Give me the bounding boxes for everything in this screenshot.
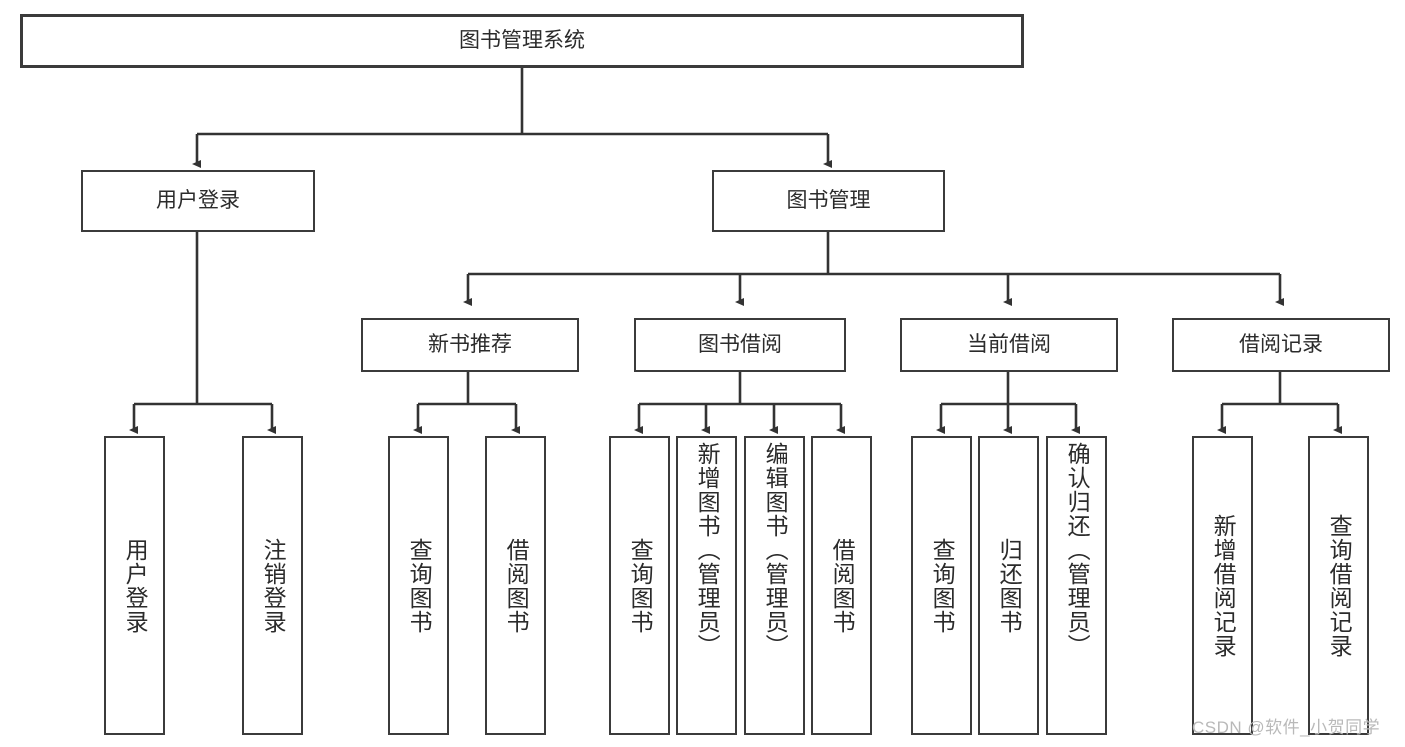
leaf-user-logout[interactable]: 注销登录 [242,436,303,735]
leaf-user-login[interactable]: 用户登录 [104,436,165,735]
leaf-query-record[interactable]: 查询借阅记录 [1308,436,1369,735]
node-root-label: 图书管理系统 [459,29,585,53]
node-borrow-record-label: 借阅记录 [1239,333,1323,357]
node-current-borrow-label: 当前借阅 [967,333,1051,357]
leaf-borrow-book-2[interactable]: 借阅图书 [811,436,872,735]
leaf-query-book-2-label: 查询图书 [627,537,654,634]
node-current-borrow[interactable]: 当前借阅 [900,318,1118,372]
leaf-query-book-3[interactable]: 查询图书 [911,436,972,735]
leaf-borrow-book-1-label: 借阅图书 [503,537,530,634]
leaf-query-book-1[interactable]: 查询图书 [388,436,449,735]
leaf-query-book-1-label: 查询图书 [406,537,433,634]
watermark-text: CSDN @软件_小贺同学 [1192,718,1381,737]
node-book-borrow[interactable]: 图书借阅 [634,318,846,372]
leaf-add-record[interactable]: 新增借阅记录 [1192,436,1253,735]
leaf-add-book-label: 新增图书（管理员） [694,442,721,658]
leaf-query-record-label: 查询借阅记录 [1326,513,1353,658]
node-new-book-recommend[interactable]: 新书推荐 [361,318,579,372]
leaf-return-book[interactable]: 归还图书 [978,436,1039,735]
node-user-login-label: 用户登录 [156,189,240,213]
node-borrow-record[interactable]: 借阅记录 [1172,318,1390,372]
leaf-borrow-book-2-label: 借阅图书 [829,537,856,634]
leaf-add-book[interactable]: 新增图书（管理员） [676,436,737,735]
leaf-edit-book-label: 编辑图书（管理员） [762,442,789,658]
node-user-login[interactable]: 用户登录 [81,170,315,232]
node-book-manage-label: 图书管理 [786,189,871,213]
leaf-query-book-2[interactable]: 查询图书 [609,436,670,735]
leaf-user-login-label: 用户登录 [122,537,149,634]
node-book-borrow-label: 图书借阅 [698,333,782,357]
leaf-user-logout-label: 注销登录 [260,537,287,634]
node-book-manage[interactable]: 图书管理 [712,170,945,232]
leaf-query-book-3-label: 查询图书 [929,537,956,634]
leaf-edit-book[interactable]: 编辑图书（管理员） [744,436,805,735]
leaf-confirm-return[interactable]: 确认归还（管理员） [1046,436,1107,735]
leaf-return-book-label: 归还图书 [996,537,1023,634]
node-new-book-recommend-label: 新书推荐 [428,333,512,357]
leaf-borrow-book-1[interactable]: 借阅图书 [485,436,546,735]
leaf-confirm-return-label: 确认归还（管理员） [1064,442,1091,658]
leaf-add-record-label: 新增借阅记录 [1210,513,1237,658]
node-root[interactable]: 图书管理系统 [20,14,1024,68]
